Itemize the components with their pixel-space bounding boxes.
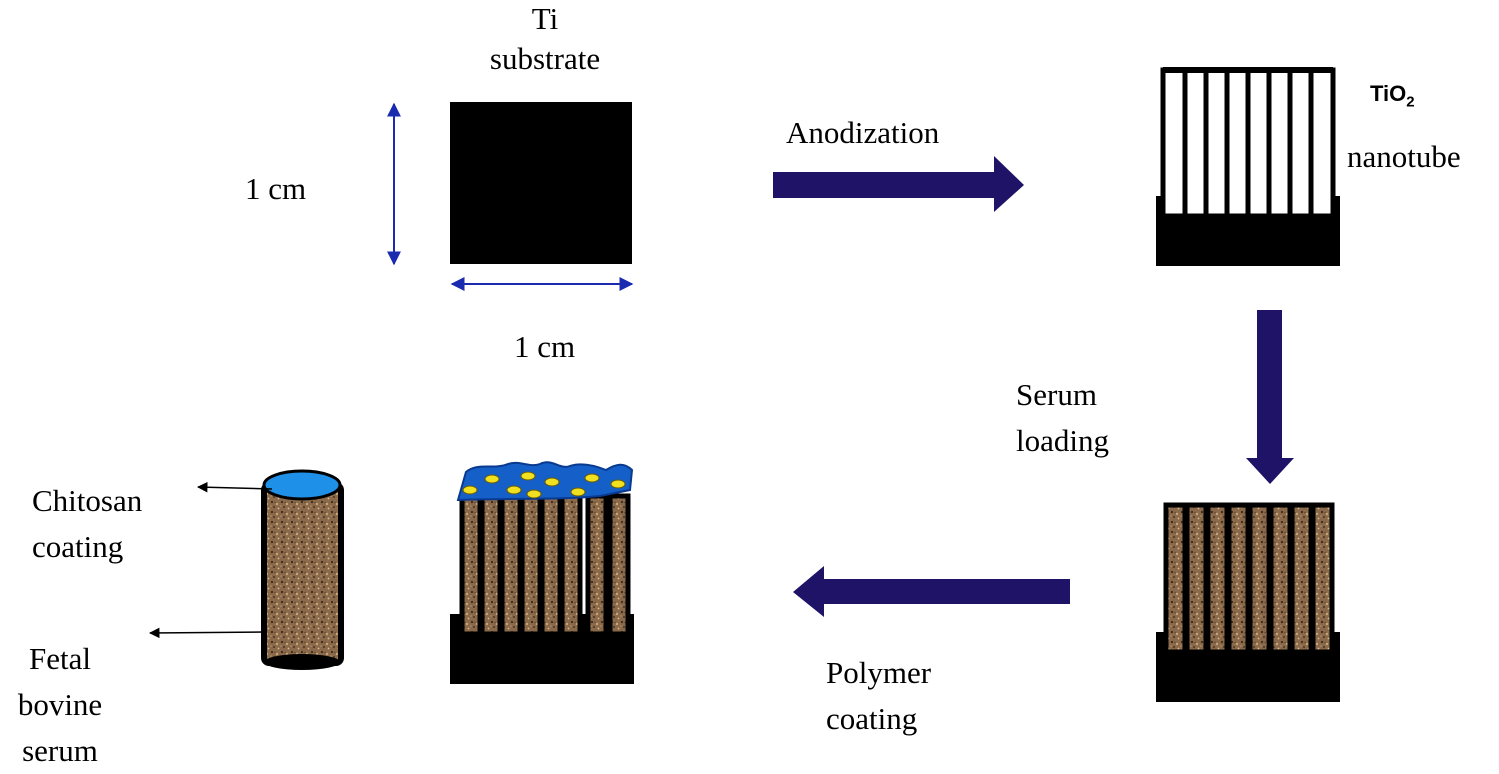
single-coated-nanotube [261, 469, 344, 670]
serum-line-3: serum [22, 733, 98, 768]
coated-nanotubes [459, 493, 631, 637]
serum-loading-arrow [1246, 310, 1294, 484]
cylinder-bottom [264, 654, 340, 670]
tio2-formula-main: TiO [1370, 81, 1407, 106]
serum-loaded-nanotube-array [1156, 502, 1340, 702]
chitosan-cap [262, 469, 342, 501]
serum-particles [462, 471, 626, 499]
anodization-arrow [773, 156, 1024, 212]
serum-loading-line-2: loading [1016, 423, 1109, 458]
serum-loading-line-1: Serum [1016, 377, 1097, 412]
ti-substrate-square [450, 102, 632, 264]
step-serum-loading-label: Serum loading [1016, 372, 1109, 464]
chitosan-line-2: coating [32, 529, 124, 564]
cylinder-body [261, 482, 344, 666]
ti-label-line-1: Ti [531, 1, 559, 36]
dimension-label-horizontal: 1 cm [514, 329, 576, 364]
polymer-coating-arrow [793, 566, 1070, 617]
serum-filled-nanotubes [1163, 502, 1335, 655]
ti-label-line-2: substrate [489, 41, 601, 76]
polymer-coating-line-1: Polymer [826, 655, 932, 690]
tio2-nanotube-array [1156, 67, 1340, 266]
polymer-coated-nanotube-array [450, 461, 634, 684]
tio2-formula-subscript: 2 [1406, 93, 1415, 111]
empty-nanotubes [1160, 67, 1336, 219]
tio2-name-label: nanotube [1347, 139, 1461, 174]
callout-chitosan-label: Chitosan coating [32, 478, 142, 570]
dimension-label-vertical: 1 cm [245, 171, 307, 206]
serum-callout-arrow [148, 627, 267, 639]
chitosan-line-1: Chitosan [32, 483, 143, 518]
step-polymer-coating-label: Polymer coating [826, 650, 931, 742]
serum-line-1: Fetal [29, 641, 91, 676]
callout-serum-label: Fetal bovine serum [12, 636, 108, 774]
step-anodization-label: Anodization [786, 115, 940, 150]
tio2-formula-label: TiO2 [1370, 74, 1415, 122]
ti-substrate-label: Ti substrate [470, 0, 620, 82]
chitosan-callout-arrow [196, 482, 273, 493]
polymer-coating-line-2: coating [826, 701, 918, 736]
serum-line-2: bovine [17, 687, 103, 722]
